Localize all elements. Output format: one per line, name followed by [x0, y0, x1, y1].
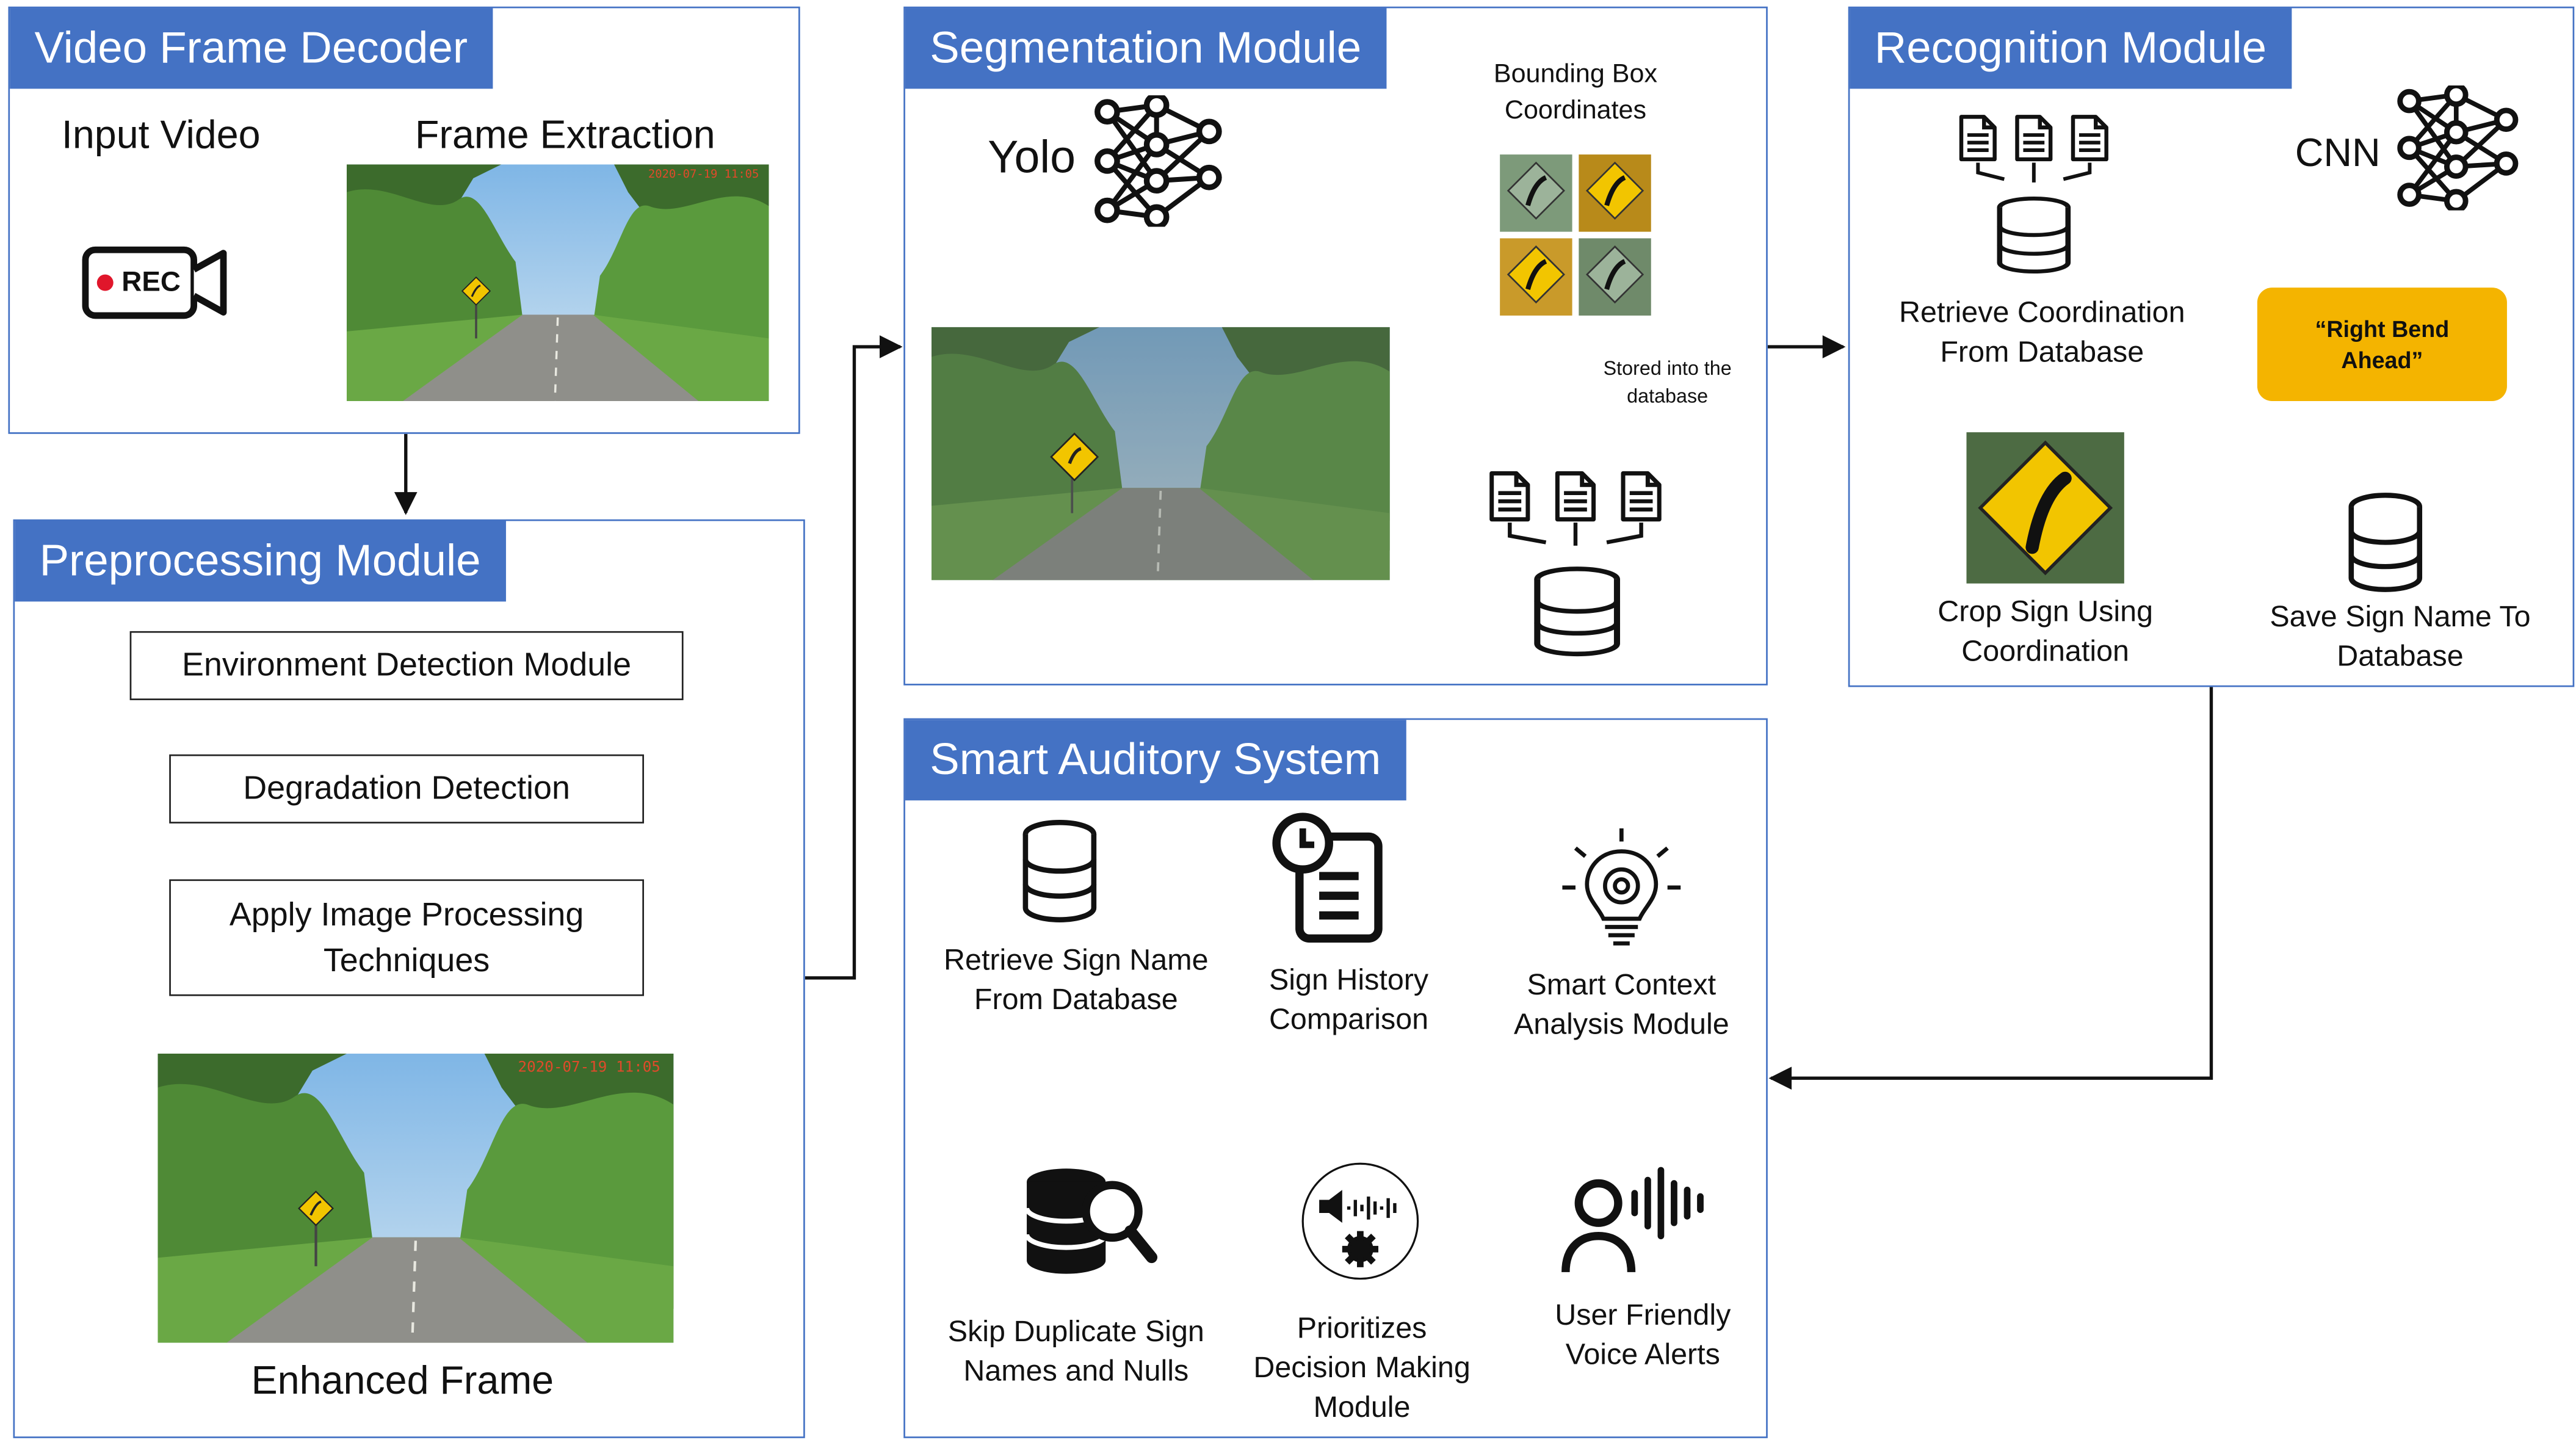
recognized-sign-callout: “Right Bend Ahead”	[2257, 288, 2507, 401]
retrieve-coordination-label: Retrieve Coordination From Database	[1899, 295, 2185, 369]
degradation-detection-box: Degradation Detection	[169, 754, 644, 824]
crop-sign-label: Crop Sign Using Coordination	[1937, 595, 2154, 668]
clock-document-icon	[1272, 813, 1383, 943]
enhanced-frame-label: Enhanced Frame	[251, 1359, 554, 1404]
frame-timestamp: 2020-07-19 11:05	[648, 167, 759, 181]
database-icon	[1531, 565, 1623, 657]
environment-detection-box: Environment Detection Module	[129, 631, 684, 700]
database-icon	[1020, 819, 1099, 924]
enhanced-frame-timestamp: 2020-07-19 11:05	[518, 1060, 660, 1077]
video-camera-icon	[82, 246, 227, 319]
frame-extraction-label: Frame Extraction	[414, 113, 715, 158]
enhanced-frame-image: 2020-07-19 11:05	[157, 1054, 673, 1343]
neural-network-icon	[1094, 95, 1225, 226]
segmented-frame-image	[931, 327, 1390, 581]
segmentation-module-title: Segmentation Module	[905, 8, 1386, 89]
detected-sign-highlight	[1050, 432, 1099, 482]
road-sign-icon	[1966, 432, 2124, 584]
database-search-icon	[1024, 1168, 1158, 1274]
database-icon	[1994, 195, 2073, 274]
input-video-label: Input Video	[61, 113, 261, 158]
document-icon	[1488, 470, 1669, 546]
save-sign-label: Save Sign Name To Database	[2270, 599, 2531, 673]
cnn-label: CNN	[2295, 131, 2381, 176]
retrieve-sign-name-label: Retrieve Sign Name From Database	[944, 943, 1209, 1016]
preprocessing-module-title: Preprocessing Module	[15, 521, 505, 602]
smart-auditory-title: Smart Auditory System	[905, 720, 1406, 801]
document-icon	[1958, 114, 2110, 183]
audio-settings-icon	[1301, 1162, 1419, 1280]
yolo-label: Yolo	[988, 131, 1076, 183]
database-icon	[2346, 491, 2425, 593]
skip-duplicate-label: Skip Duplicate Sign Names and Nulls	[947, 1314, 1204, 1388]
neural-network-icon	[2397, 85, 2522, 211]
recognition-module-title: Recognition Module	[1850, 8, 2292, 89]
prioritizes-label: Prioritizes Decision Making Module	[1253, 1311, 1471, 1424]
bounding-box-crops	[1500, 154, 1651, 316]
image-processing-box: Apply Image Processing Techniques	[169, 879, 644, 996]
smart-context-label: Smart Context Analysis Module	[1513, 968, 1729, 1041]
voice-alerts-label: User Friendly Voice Alerts	[1555, 1298, 1731, 1371]
rec-label: REC	[121, 266, 181, 298]
extracted-frame-image: 2020-07-19 11:05	[346, 164, 769, 401]
lightbulb-gear-icon	[1562, 828, 1681, 946]
sign-history-label: Sign History Comparison	[1268, 963, 1429, 1036]
video-frame-decoder-title: Video Frame Decoder	[10, 8, 493, 89]
voice-user-icon	[1561, 1167, 1704, 1273]
bounding-box-label: Bounding Box Coordinates	[1493, 60, 1658, 125]
stored-database-label: Stored into the database	[1603, 357, 1732, 408]
